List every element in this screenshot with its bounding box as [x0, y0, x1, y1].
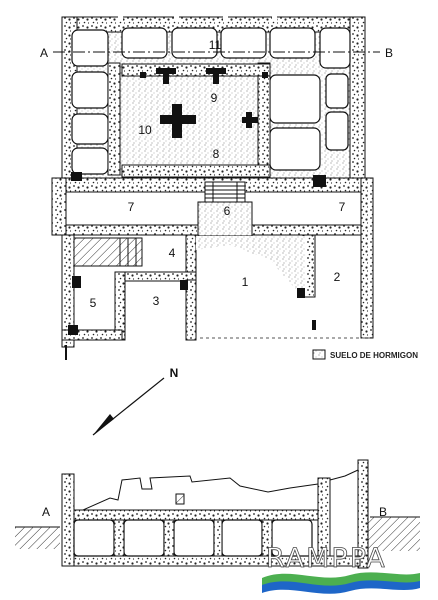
watermark-text: RAMPPA — [266, 543, 387, 574]
north-gaps — [118, 15, 277, 21]
ground-hatch-left — [15, 527, 60, 549]
corridor-west-wall — [51, 177, 67, 236]
north-arrow-label: N — [170, 366, 179, 380]
section-label-b: B — [379, 505, 387, 519]
floor-plan: A B 11 9 10 8 7 6 7 4 3 1 2 5 SUELO DE H… — [40, 15, 418, 360]
room-6-label: 6 — [224, 204, 231, 218]
room-8-label: 8 — [213, 147, 220, 161]
steps-room4 — [73, 237, 143, 267]
room-9-label: 9 — [211, 91, 218, 105]
corner-blocks — [68, 276, 316, 335]
vestibule-6 — [197, 201, 253, 237]
room-2-label: 2 — [334, 270, 341, 284]
ramppa-watermark: RAMPPA — [262, 543, 420, 594]
corridor-south-wall — [61, 224, 201, 236]
room1-concrete-area — [196, 236, 305, 300]
cross-piers — [71, 68, 326, 187]
room-5-label: 5 — [90, 296, 97, 310]
wall-room5-south — [61, 329, 123, 341]
cells-north-row — [121, 27, 316, 59]
corridor-south-wall-east — [249, 224, 366, 236]
section-floor — [73, 509, 319, 521]
east-wall — [349, 16, 366, 191]
section-wall-far-right — [357, 459, 369, 569]
section-marker-a: A — [40, 46, 48, 60]
section-piers — [113, 519, 273, 557]
room-10-label: 10 — [138, 123, 152, 137]
staircase — [204, 181, 246, 203]
north-arrow: N — [92, 366, 179, 436]
legend-label: SUELO DE HORMIGON — [330, 351, 418, 360]
ruin-profile-right — [329, 469, 359, 481]
west-wall-lower — [61, 234, 75, 348]
room-11-label: 11 — [209, 38, 222, 52]
corridor-east-wall — [360, 177, 374, 339]
section-wall-left — [61, 473, 75, 567]
room-7-west-label: 7 — [128, 200, 135, 214]
watermark-wave-blue — [262, 580, 420, 594]
ground-hatch-right — [360, 517, 420, 551]
ruin-profile — [73, 475, 319, 515]
room-4-label: 4 — [169, 246, 176, 260]
cross-section: A B — [15, 459, 420, 569]
step-lines — [119, 238, 137, 266]
room-7-east-label: 7 — [339, 200, 346, 214]
section-label-a: A — [42, 505, 50, 519]
legend-swatch — [312, 349, 326, 360]
section-marker-b: B — [385, 46, 393, 60]
room-1-label: 1 — [242, 275, 249, 289]
wall-room4-south — [119, 271, 197, 282]
pillars — [107, 62, 271, 178]
section-window — [175, 493, 185, 505]
cells-east-column — [269, 27, 351, 171]
wall-room3-east — [185, 279, 197, 341]
room-3-label: 3 — [153, 294, 160, 308]
